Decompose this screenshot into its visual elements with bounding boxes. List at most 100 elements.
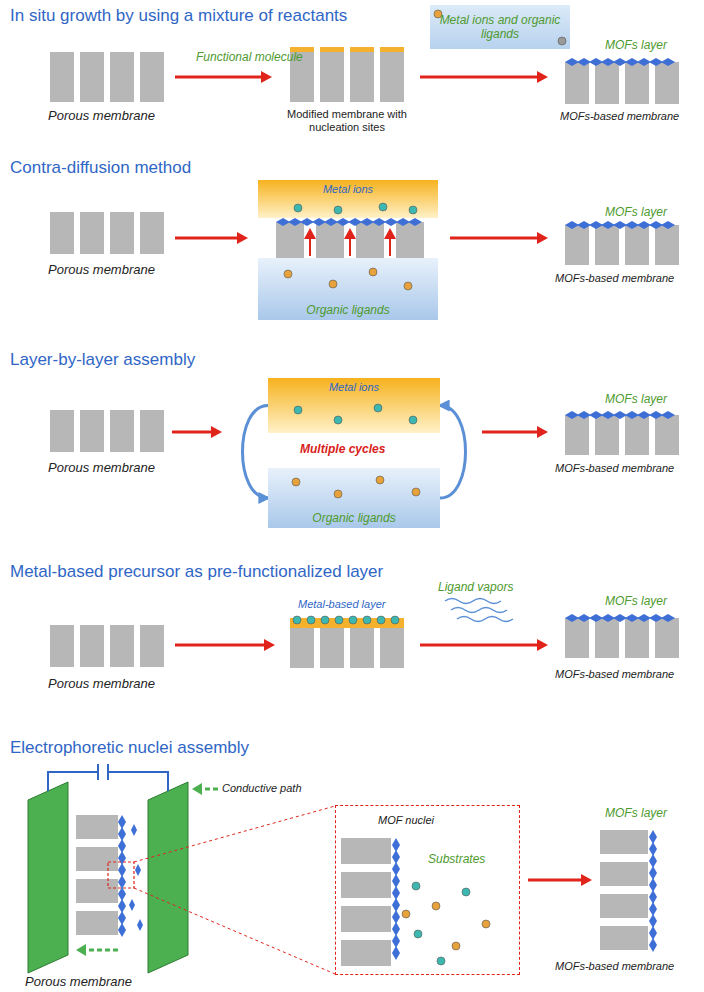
mof-crystal [392,934,400,948]
electrode-plate [148,782,188,973]
ion-dot [294,204,302,212]
membrane-caption: MOFs-based membrane [560,110,679,123]
membrane-pore-wall [76,879,118,903]
process-arrow-head [237,232,248,244]
membrane-pore-wall [595,225,619,265]
mof-crystal [118,863,126,877]
process-arrow [420,644,537,647]
mof-crystal [118,827,126,841]
mof-crystal [649,221,663,229]
ion-dot [376,476,384,484]
ion-dot [402,910,410,918]
mof-crystal [589,221,603,229]
mof-crystal [118,911,126,925]
ion-dot [334,206,342,214]
mof-crystal [637,58,651,66]
membrane-caption: Porous membrane [48,676,155,692]
ion-dot [391,616,399,624]
ion-dot [321,616,329,624]
mof-crystal [589,58,603,66]
process-arrow [175,644,264,647]
membrane-pore-wall [350,52,374,102]
membrane-caption: Porous membrane [48,460,155,476]
step-label: Functional molecule [196,50,303,64]
ion-dot [292,478,300,486]
mof-crystal [649,926,657,940]
mof-crystal [118,815,126,829]
membrane-pore-wall [380,52,404,102]
mof-crystal [392,862,400,876]
cycle-arrow [243,406,269,499]
vapor-line [451,608,507,613]
mof-crystal [649,854,657,868]
membrane-pore-wall [320,628,344,668]
membrane-pore-wall [625,62,649,104]
ion-dot [412,488,420,496]
mof-crystal [118,839,126,853]
membrane-pore-wall [80,410,104,452]
membrane-pore-wall [595,618,619,658]
mof-crystal [392,898,400,912]
membrane-caption: MOFs-based membrane [555,668,674,681]
section-title: In situ growth by using a mixture of rea… [10,6,347,26]
process-arrow [482,431,537,434]
mof-crystal [637,221,651,229]
node-text: Organic ligands [312,511,395,525]
membrane-pore-wall [595,415,619,455]
membrane-pore-wall [655,415,679,455]
process-arrow-head [211,426,222,438]
node-text: Organic ligands [306,303,389,317]
membrane-caption: Porous membrane [48,108,155,124]
metal-ion-solution: Metal ions [258,180,438,218]
mof-crystal [565,221,579,229]
membrane-caption: MOFs-based membrane [555,462,674,475]
membrane-pore-wall [655,618,679,658]
membrane-pore-wall [76,847,118,871]
membrane-pore-wall [625,415,649,455]
mof-crystal [601,411,615,419]
ion-dot [379,203,387,211]
nucleation-site [320,47,344,52]
membrane-pore-wall [625,225,649,265]
process-arrow [175,76,261,79]
membrane-pore-wall [50,52,74,102]
current-arrow [86,949,118,952]
layer-label: MOFs layer [605,806,667,820]
mof-crystal [360,218,374,226]
mof-crystal [637,614,651,622]
process-arrow [420,76,537,79]
mof-crystal [661,221,675,229]
ligand-solution: Organic ligands [258,258,438,320]
mof-crystal [613,614,627,622]
membrane-pore-wall [276,222,304,258]
capacitor-plate [107,764,109,780]
mof-crystal [625,221,639,229]
section-title: Layer-by-layer assembly [10,350,195,370]
process-arrow [450,237,537,240]
node-text: Substrates [428,852,485,866]
mof-crystal [408,218,422,226]
membrane-pore-wall [655,62,679,104]
mof-crystal [384,218,398,226]
mof-crystal [649,842,657,856]
mof-crystal [589,614,603,622]
mof-crystal [565,614,579,622]
mof-crystal [625,58,639,66]
mof-nucleus [135,864,141,876]
ion-dot [558,37,566,45]
mof-crystal [601,58,615,66]
mof-crystal [661,58,675,66]
membrane-pore-wall [565,618,589,658]
ion-dot [294,406,302,414]
membrane-caption: Porous membrane [48,262,155,278]
step-label: Multiple cycles [300,442,385,456]
step-label: Ligand vapors [438,580,513,594]
mof-crystal [118,923,126,937]
membrane-pore-wall [80,625,104,667]
zoom-leader [134,888,335,974]
membrane-pore-wall [625,618,649,658]
membrane-pore-wall [110,52,134,102]
metal-ion-solution: Metal ions [268,378,440,433]
process-arrow-head [261,71,272,83]
node-illustration [336,806,519,974]
